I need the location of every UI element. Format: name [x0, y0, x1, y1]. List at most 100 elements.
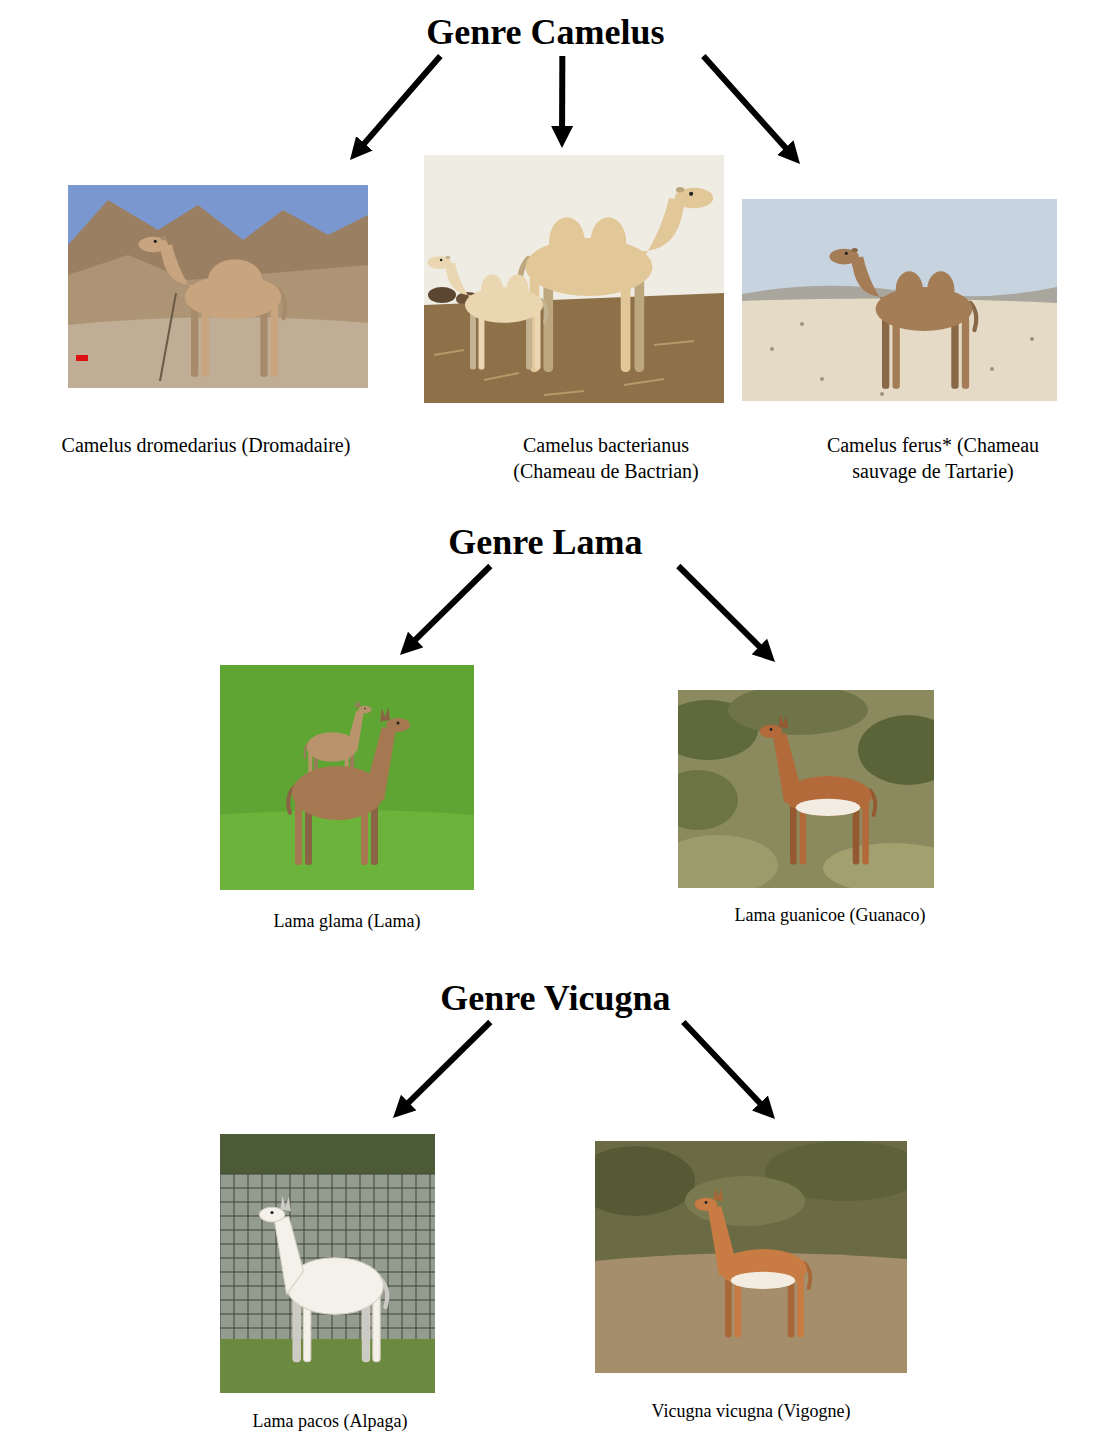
- arrow-connector: [407, 1022, 490, 1104]
- animal-ear: [285, 1197, 291, 1212]
- photo-scene: [68, 185, 368, 388]
- animal-eye: [689, 192, 693, 196]
- animal-photo: [424, 155, 724, 403]
- animal-eye: [364, 708, 366, 710]
- genus-heading: Genre Camelus: [424, 12, 667, 54]
- animal-head: [358, 706, 371, 714]
- species-node: Vicugna vicugna (Vigogne): [595, 1141, 907, 1428]
- bush: [728, 690, 868, 735]
- animal-neck: [349, 711, 364, 752]
- animal-figure: [139, 236, 286, 377]
- animal-leg: [962, 315, 969, 389]
- animal-belly: [731, 1272, 796, 1289]
- arrow-connector: [678, 566, 760, 648]
- animal-head: [139, 237, 168, 253]
- genus-title: Genre Vicugna: [438, 978, 673, 1019]
- animal-photo: [220, 665, 474, 890]
- species-node: Lama pacos (Alpaga): [220, 1134, 435, 1438]
- pebble: [820, 377, 824, 381]
- distant-animal: [428, 287, 456, 303]
- photo-scene: [220, 1134, 435, 1393]
- photo-scene: [595, 1141, 907, 1373]
- animal-neck: [368, 727, 396, 801]
- photo-scene: [742, 199, 1057, 401]
- animal-eye: [440, 259, 443, 262]
- animal-ear: [445, 256, 450, 259]
- bush: [858, 715, 934, 785]
- grass: [220, 810, 474, 890]
- animal-ear: [676, 187, 684, 193]
- animal-head: [760, 725, 783, 738]
- animal-eye: [705, 1201, 708, 1204]
- fence: [220, 1174, 435, 1349]
- animal-photo: [678, 690, 934, 888]
- animal-photo: [220, 1134, 435, 1393]
- bush: [595, 1146, 695, 1216]
- animal-eye: [770, 728, 773, 731]
- arrow-connector: [414, 566, 490, 641]
- ground: [68, 317, 368, 388]
- animal-leg: [725, 1275, 732, 1338]
- species-node: Lama glama (Lama): [220, 665, 474, 938]
- animal-head: [428, 256, 452, 269]
- species-caption: Camelus dromedarius (Dromadaire): [61, 432, 351, 458]
- animal-belly: [796, 799, 861, 816]
- animal-leg: [191, 303, 198, 377]
- genus-title: Genre Lama: [446, 522, 645, 563]
- animal-head: [695, 1198, 718, 1211]
- mountain: [68, 255, 368, 388]
- species-caption: Camelus ferus* (Chameau sauvage de Tarta…: [808, 432, 1059, 484]
- animal-leg: [271, 303, 278, 377]
- species-node: Camelus bacterianus (Chameau de Bactrian…: [424, 155, 724, 488]
- animal-eye: [270, 1211, 273, 1214]
- animal-eye: [154, 240, 157, 243]
- species-node: Lama guanicoe (Guanaco): [678, 690, 934, 932]
- fence-ground: [220, 1174, 435, 1349]
- animal-head: [386, 718, 410, 732]
- animal-head: [259, 1207, 284, 1222]
- animal-figure: [760, 714, 876, 864]
- bush: [678, 835, 778, 888]
- arrow-connector: [703, 56, 786, 149]
- sky: [742, 199, 1057, 401]
- photo-scene: [678, 690, 934, 888]
- genus-heading: Genre Vicugna: [438, 978, 673, 1020]
- animal-photo: [742, 199, 1057, 401]
- species-caption: Lama guanicoe (Guanaco): [734, 904, 926, 927]
- animal-figure: [695, 1187, 811, 1337]
- edge-group: [363, 56, 787, 1104]
- animal-ear: [380, 708, 386, 722]
- bush: [678, 770, 738, 830]
- animal-ear: [852, 248, 858, 252]
- genus-title: Genre Camelus: [424, 12, 667, 53]
- animal-neck: [630, 198, 685, 278]
- animal-neck: [445, 263, 479, 312]
- animal-figure: [428, 256, 547, 370]
- animal-neck: [160, 245, 202, 306]
- grass: [220, 1339, 435, 1393]
- animal-neck: [851, 257, 893, 318]
- species-caption: Lama pacos (Alpaga): [252, 1410, 408, 1433]
- animal-leg: [635, 275, 645, 372]
- animal-leg: [882, 315, 889, 389]
- pebble: [800, 322, 804, 326]
- species-node: Camelus ferus* (Chameau sauvage de Tarta…: [742, 199, 1059, 488]
- species-caption: Camelus bacterianus (Chameau de Bactrian…: [488, 432, 724, 484]
- animal-ear: [355, 700, 358, 708]
- species-node: Camelus dromedarius (Dromadaire): [61, 185, 368, 462]
- sky: [68, 185, 368, 388]
- vegetation: [220, 1134, 435, 1393]
- mountain: [68, 200, 368, 388]
- object: [76, 355, 88, 361]
- animal-photo: [68, 185, 368, 388]
- animal-ear: [161, 236, 167, 240]
- bush: [685, 1176, 805, 1226]
- genus-heading: Genre Lama: [446, 522, 645, 564]
- animal-figure: [830, 248, 977, 389]
- animal-figure: [520, 187, 713, 372]
- animal-photo: [595, 1141, 907, 1373]
- pebble: [770, 347, 774, 351]
- pebble: [880, 392, 884, 396]
- photo-scene: [220, 665, 474, 890]
